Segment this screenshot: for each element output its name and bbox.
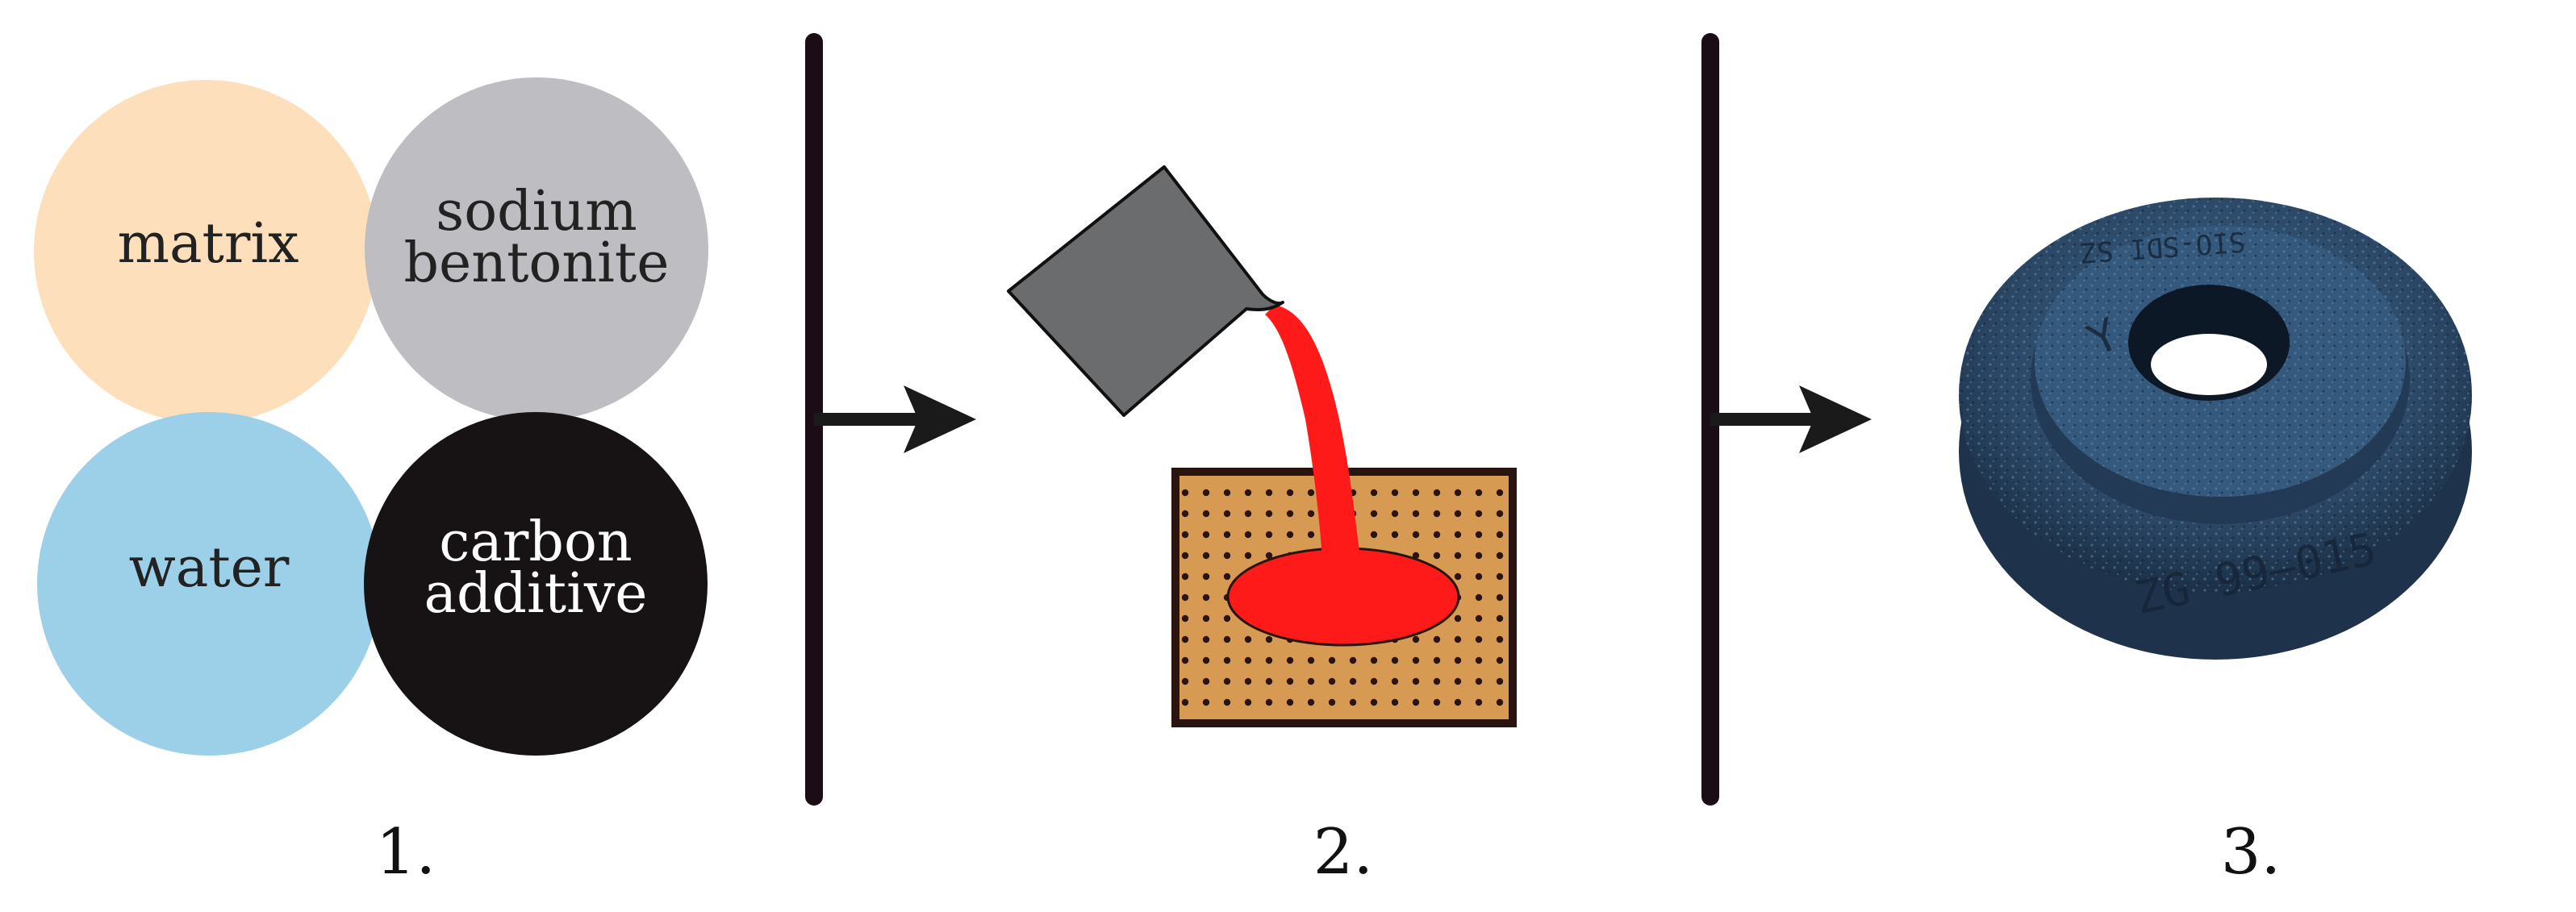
ingredient-label-line: bentonite bbox=[404, 231, 670, 295]
ingredient-circle bbox=[364, 412, 708, 756]
step-1-label: 1. bbox=[376, 816, 436, 889]
ingredient-water: water bbox=[37, 412, 381, 756]
molten-stream bbox=[1265, 305, 1362, 568]
ingredient-label-line: sodium bbox=[436, 180, 637, 244]
ingredient-label-line: matrix bbox=[118, 212, 299, 276]
arrow-right-icon bbox=[904, 385, 976, 453]
arrow-right-icon bbox=[1799, 385, 1872, 453]
casting-hole-through bbox=[2151, 334, 2267, 395]
ingredient-matrix: matrix bbox=[34, 80, 378, 423]
ingredient-circle bbox=[37, 412, 381, 756]
ingredient-label-line: additive bbox=[424, 562, 647, 626]
pouring-illustration bbox=[1007, 165, 1517, 727]
ladle bbox=[1007, 165, 1284, 417]
step-labels: 1. 2. 3. bbox=[376, 816, 2281, 889]
transition-2 bbox=[1701, 33, 1872, 806]
ingredient-label: water bbox=[129, 536, 290, 600]
cast-part-photo: ZG 99–015 SIO-SDI SZ Y bbox=[1959, 198, 2472, 660]
transition-1 bbox=[805, 33, 976, 806]
ingredient-label: matrix bbox=[118, 212, 299, 276]
ingredient-circle bbox=[34, 80, 378, 423]
ingredient-circle bbox=[365, 77, 708, 421]
step-3-label: 3. bbox=[2221, 816, 2281, 889]
ingredient-label-line: carbon bbox=[439, 510, 632, 574]
step-2-label: 2. bbox=[1313, 816, 1373, 889]
ingredient-label-line: water bbox=[129, 536, 290, 600]
